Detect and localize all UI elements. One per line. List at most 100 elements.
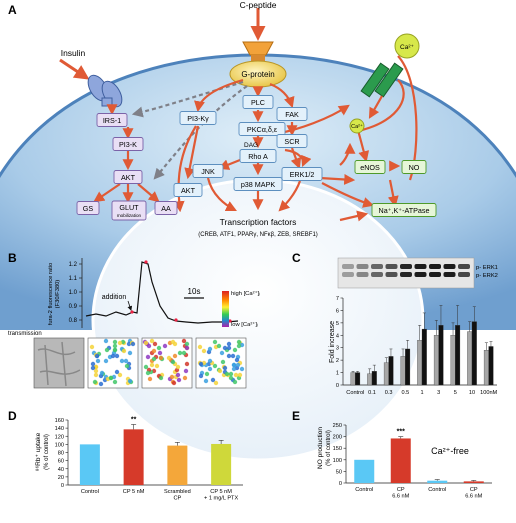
- panel-c-category-label: 0.5: [401, 390, 409, 396]
- panel-b-yticks: 1.21.11.00.90.8: [69, 262, 82, 324]
- node-enos-label: eNOS: [360, 163, 380, 172]
- panel-b-ytick-label: 1.2: [69, 262, 78, 268]
- panel-c-category-label: Control: [346, 390, 364, 396]
- panel-d-significance: **: [131, 416, 137, 423]
- node-aa-label: AA: [161, 204, 171, 213]
- blot-band-erk2: [342, 272, 354, 277]
- insulin-label: Insulin: [61, 48, 86, 58]
- panel-c-bar: [355, 372, 361, 386]
- panel-d: D ⁸⁶Rb⁺ uptake (% of control) 0204060801…: [8, 409, 243, 502]
- blot-band-erk1: [371, 264, 383, 269]
- panel-e-bar: [390, 438, 411, 483]
- node-scr: SCR: [276, 134, 308, 148]
- trace-marker: [144, 260, 148, 264]
- blot-band-erk2: [414, 272, 427, 277]
- panel-d-y-tick-label: 140: [55, 426, 64, 432]
- blot-label-erk1: p- ERK1: [476, 265, 498, 271]
- panel-e-category-label: Control: [355, 487, 373, 493]
- node-akt: AKT: [113, 170, 143, 184]
- blot-bands: [342, 264, 470, 277]
- panel-b-label: B: [8, 251, 17, 265]
- node-erk: ERK1/2: [281, 167, 323, 181]
- node-pi3k: PI3-K: [112, 137, 144, 151]
- node-plc-label: PLC: [251, 98, 265, 107]
- panel-e-y-tick-label: 50: [336, 469, 342, 475]
- node-akt2: AKT: [173, 183, 203, 197]
- fluorescence-image: [87, 337, 139, 389]
- trace-marker: [228, 319, 232, 323]
- node-p38-label: p38 MAPK: [241, 180, 276, 189]
- panel-e-category-label: Control: [428, 487, 446, 493]
- panel-b-ylabel-2: (F30/F380): [55, 280, 61, 309]
- fluorescence-images: [87, 337, 247, 389]
- insulin-receptor: [59, 58, 123, 108]
- panel-c-ylabel: Fold increase: [329, 321, 336, 363]
- panel-d-ylabel-2: (% of control): [44, 434, 50, 470]
- ca-free-label: Ca²⁺-free: [431, 446, 469, 456]
- panel-d-category-label: CP 5 nM: [123, 489, 145, 495]
- blot-band-erk1: [414, 264, 427, 269]
- panel-d-ylabel-1: ⁸⁶Rb⁺ uptake: [35, 432, 42, 471]
- addition-label: addition: [102, 294, 127, 301]
- trace-marker: [130, 310, 134, 314]
- node-gs: GS: [76, 201, 100, 215]
- panel-c-label: C: [292, 251, 301, 265]
- panel-d-bar: [79, 444, 100, 485]
- blot-band-erk2: [371, 272, 383, 277]
- panel-e-category-label: 6.6 nM: [465, 494, 482, 500]
- panel-d-category-label: + 1 mg/L PTX: [204, 496, 238, 502]
- legend-high: high [Ca²⁺]ᵢ: [231, 290, 260, 297]
- node-rhoa-label: Rho A: [248, 152, 268, 161]
- ca-intracellular-label: Ca²⁺: [351, 123, 363, 130]
- panel-e-y-tick-label: 100: [333, 458, 342, 464]
- panel-c-bar: [438, 325, 444, 386]
- panel-c-category-label: 0.3: [385, 390, 393, 396]
- node-akt2-label: AKT: [181, 186, 196, 195]
- panel-a-label: A: [8, 3, 17, 17]
- node-fak-label: FAK: [285, 110, 299, 119]
- node-glut-sub: mobilization: [117, 213, 142, 218]
- panel-c: C p- ERK1 p- ERK2 Fold increase 01234567…: [292, 251, 498, 396]
- node-enos: eNOS: [354, 160, 386, 174]
- panel-c-bar: [433, 335, 439, 386]
- panel-d-bar: [167, 445, 188, 485]
- node-no: NO: [401, 160, 427, 174]
- blot-band-erk1: [443, 264, 456, 269]
- node-irs1: IRS-1: [96, 113, 128, 127]
- panel-e-bar: [463, 481, 484, 483]
- blot-band-erk2: [458, 272, 470, 277]
- blot-band-erk1: [429, 264, 441, 269]
- panel-c-bar: [467, 331, 473, 386]
- transmission-image: [33, 337, 85, 389]
- panel-c-bar: [421, 328, 427, 386]
- gprotein-label: G-protein: [241, 70, 274, 79]
- tf-list: (CREB, ATF1, PPARγ, NFκβ, ZEB, SREBF1): [198, 232, 318, 238]
- panel-c-bar: [471, 321, 477, 386]
- panel-c-bar: [455, 325, 461, 386]
- blot-band-erk1: [400, 264, 412, 269]
- panel-c-category-label: 100nM: [480, 390, 497, 396]
- panel-c-bar: [417, 340, 423, 386]
- panel-e-ylabel-1: NO production: [317, 427, 324, 469]
- tf-title: Transcription factors: [220, 217, 297, 227]
- node-aa: AA: [154, 201, 178, 215]
- panel-d-bar: [123, 429, 144, 485]
- panel-c-y-tick-label: 6: [336, 308, 339, 314]
- panel-e-ylabel-2: (% of control): [326, 430, 332, 466]
- panel-b-ytick-label: 1.1: [69, 276, 78, 282]
- panel-d-category-label: CP 5 nM: [210, 489, 232, 495]
- node-jnk-label: JNK: [201, 167, 215, 176]
- panel-c-bar: [350, 372, 356, 386]
- node-p38: p38 MAPK: [233, 177, 283, 191]
- node-erk-label: ERK1/2: [290, 170, 315, 179]
- panel-c-y-tick-label: 4: [336, 333, 339, 339]
- ca-extracellular-label: Ca²⁺: [400, 44, 414, 51]
- panel-d-y-tick-label: 160: [55, 418, 64, 424]
- blot-band-erk2: [400, 272, 412, 277]
- panel-d-y-tick-label: 100: [55, 442, 64, 448]
